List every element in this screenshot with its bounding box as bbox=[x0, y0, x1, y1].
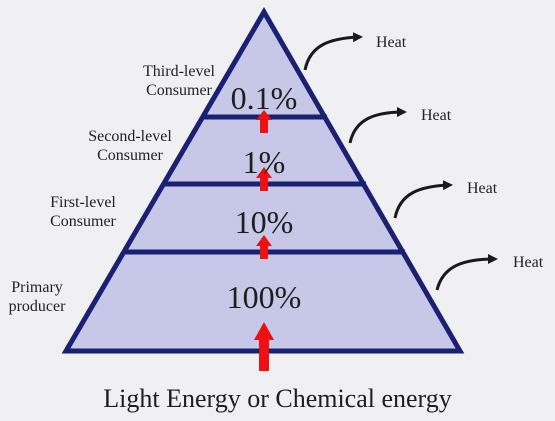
energy-arrow bbox=[256, 235, 272, 259]
level-label-primary: Primary producer bbox=[8, 279, 66, 315]
heat-label: Heat bbox=[421, 107, 452, 124]
heat-arrow bbox=[435, 254, 498, 291]
level-label-second: Second-level Consumer bbox=[88, 128, 172, 164]
heat-arrow bbox=[348, 107, 407, 144]
percent-second: 1% bbox=[242, 144, 286, 180]
energy-arrow bbox=[256, 110, 272, 133]
level-label-first: First-level Consumer bbox=[50, 194, 116, 230]
percent-first: 10% bbox=[234, 204, 294, 240]
level-label-third: Third-level Consumer bbox=[143, 63, 215, 99]
energy-arrow bbox=[256, 167, 272, 191]
heat-label: Heat bbox=[467, 180, 498, 197]
heat-arrow bbox=[393, 180, 453, 219]
heat-arrow bbox=[303, 32, 363, 71]
heat-label: Heat bbox=[513, 254, 544, 271]
heat-label: Heat bbox=[376, 34, 407, 51]
energy-source-caption: Light Energy or Chemical energy bbox=[103, 384, 452, 413]
percent-third: 0.1% bbox=[230, 80, 298, 116]
percent-primary: 100% bbox=[226, 279, 302, 315]
energy-arrow bbox=[254, 322, 274, 371]
